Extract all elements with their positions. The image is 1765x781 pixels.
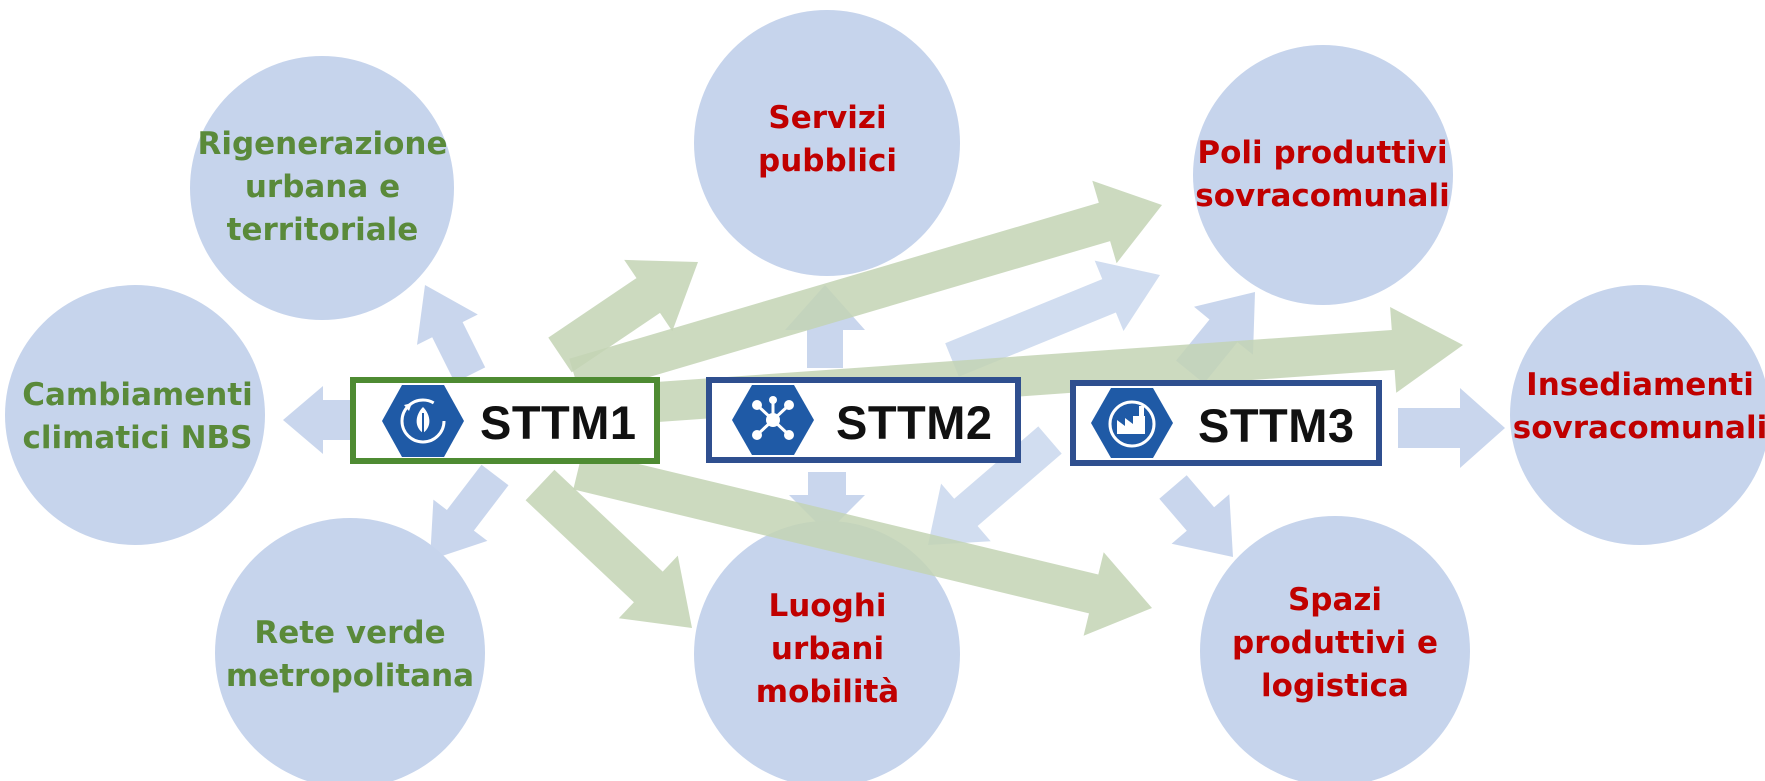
arrow-sttm3-to-luoghi <box>928 426 1062 545</box>
sttm2-box: STTM2 <box>706 377 1021 463</box>
circle-luoghi <box>694 521 960 781</box>
circle-cambiamenti <box>5 285 265 545</box>
arrow-sttm1-to-rete-verde <box>430 464 509 560</box>
sttm3-label: STTM3 <box>1198 399 1355 452</box>
arrow-sttm1-to-poli <box>569 180 1162 398</box>
circle-insediamenti <box>1510 285 1765 545</box>
circle-poli <box>1193 45 1453 305</box>
sttm2-label: STTM2 <box>836 396 993 449</box>
arrow-sttm1-to-cambiamenti <box>283 386 350 454</box>
circle-rete-verde <box>215 518 485 781</box>
circle-spazi <box>1200 516 1470 781</box>
arrow-sttm2-to-poli-upper <box>945 260 1160 377</box>
arrow-sttm1-to-rigenerazione <box>417 285 486 383</box>
leaf-recycle-icon <box>382 385 464 457</box>
arrow-sttm3-to-insediamenti <box>1398 388 1505 468</box>
arrow-sttm1-to-servizi <box>548 259 698 373</box>
sttm1-box: STTM1 <box>350 377 660 464</box>
sttm1-label: STTM1 <box>480 396 637 449</box>
circle-rigenerazione <box>190 56 454 320</box>
arrow-sttm2-to-servizi <box>785 285 865 368</box>
sttm3-box: STTM3 <box>1070 380 1382 466</box>
arrow-sttm1-to-spazi <box>573 450 1152 636</box>
network-hub-icon <box>732 385 814 455</box>
arrow-sttm1-to-luoghi <box>525 469 692 628</box>
circle-servizi <box>694 10 960 276</box>
arrow-sttm2-to-luoghi <box>789 472 865 533</box>
arrow-sttm3-to-spazi <box>1159 475 1233 557</box>
factory-globe-icon <box>1091 388 1173 458</box>
